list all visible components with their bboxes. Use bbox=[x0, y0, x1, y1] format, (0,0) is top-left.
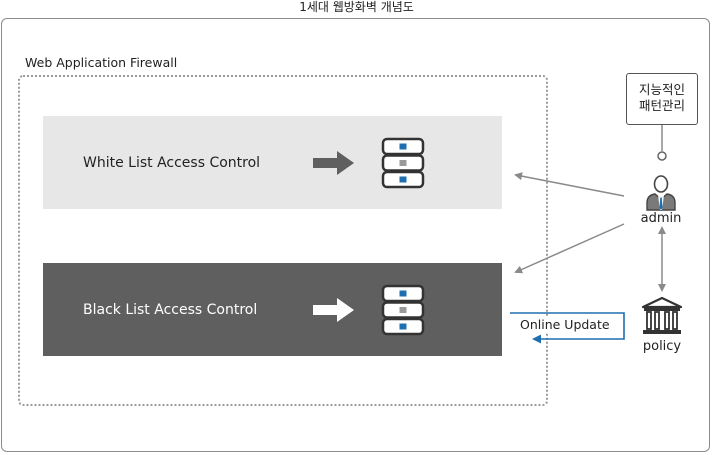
waf-boundary bbox=[18, 75, 548, 406]
admin-label: admin bbox=[640, 211, 682, 226]
server-stack-icon bbox=[381, 137, 425, 189]
black-list-panel: Black List Access Control bbox=[43, 263, 502, 356]
black-list-label: Black List Access Control bbox=[83, 302, 258, 318]
pattern-connector-dot bbox=[657, 151, 667, 161]
online-update-label: Online Update bbox=[518, 317, 612, 332]
admin-to-black-arrow bbox=[514, 223, 625, 274]
server-stack-icon bbox=[381, 284, 425, 336]
white-list-label: White List Access Control bbox=[83, 155, 261, 171]
outer-frame bbox=[1, 18, 710, 452]
right-arrow-icon bbox=[313, 151, 354, 175]
online-update-line bbox=[510, 312, 625, 344]
white-list-panel: White List Access Control bbox=[43, 116, 502, 209]
pattern-management-box: 지능적인 패턴관리 bbox=[626, 73, 698, 125]
pattern-line-1: 지능적인 bbox=[638, 82, 685, 97]
waf-label: Web Application Firewall bbox=[25, 55, 178, 70]
diagram-title: 1세대 웹방화벽 개념도 bbox=[299, 0, 414, 14]
admin-to-white-arrow bbox=[514, 172, 625, 197]
policy-label: policy bbox=[642, 339, 682, 354]
pattern-line-2: 패턴관리 bbox=[638, 98, 685, 113]
admin-user-icon bbox=[646, 175, 676, 211]
right-arrow-icon bbox=[313, 298, 354, 322]
bank-building-icon bbox=[641, 296, 683, 334]
